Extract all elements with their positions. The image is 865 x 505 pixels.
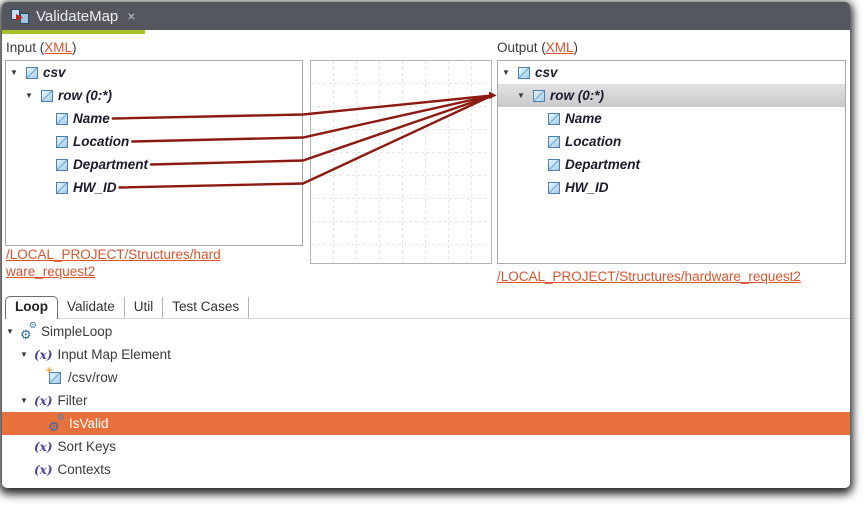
xml-element-icon [548,112,560,125]
node-label: row (0:*) [550,88,604,103]
output-label: Output ( [497,40,546,55]
function-icon: (x) [34,462,53,477]
tab-test-cases[interactable]: Test Cases [163,297,250,318]
expand-arrow-icon[interactable]: ▼ [6,327,14,336]
node-label: row (0:*) [58,88,112,103]
node-label: Sort Keys [57,439,117,454]
node-label: Location [73,134,130,149]
node-label: /csv/row [68,370,118,385]
gears-icon [20,320,38,343]
function-icon: (x) [34,347,53,362]
close-tab-icon[interactable]: × [127,8,136,24]
node-label: Filter [57,393,88,408]
xml-element-icon [533,89,545,102]
validate-map-window: ValidateMap × Input (XML) Output (XML) ▼… [2,2,850,488]
xml-element-icon [41,89,53,102]
input-schema-link[interactable]: /LOCAL_PROJECT/Structures/hardware_reque… [6,247,221,279]
tab-title: ValidateMap [36,7,119,25]
input-label: Input ( [6,40,45,55]
input-node-location[interactable]: Location [6,130,302,153]
tab-validate[interactable]: Validate [58,297,125,318]
loop-node-csv-row[interactable]: /csv/row [2,365,850,389]
new-element-icon [46,365,61,384]
node-label: csv [43,65,66,80]
mapping-canvas[interactable] [310,60,492,264]
node-label: csv [535,65,558,80]
input-node-department[interactable]: Department [6,153,302,176]
node-label: Department [565,157,641,172]
node-label: HW_ID [565,180,609,195]
loop-node-input-map-element[interactable]: ▼ (x) Input Map Element [2,343,850,366]
expand-arrow-icon[interactable]: ▼ [20,396,28,405]
output-panel-header: Output (XML) [497,40,578,55]
map-target-arrow-icon: ▶ [489,89,497,101]
gears-icon [48,412,66,435]
input-xml-link[interactable]: XML [44,40,73,55]
xml-element-icon [56,112,68,125]
xml-element-icon [548,181,560,194]
editor-tab-bar: ValidateMap × [2,2,850,30]
loop-node-contexts[interactable]: (x) Contexts [2,458,850,481]
node-label: Input Map Element [57,347,171,362]
output-label-suffix: ) [573,40,579,55]
tab-loop[interactable]: Loop [5,296,58,319]
xml-element-icon [26,66,38,79]
output-schema-link[interactable]: /LOCAL_PROJECT/Structures/hardware_reque… [497,269,801,284]
output-node-name[interactable]: Name [498,107,845,130]
expand-arrow-icon[interactable]: ▼ [25,91,33,100]
loop-node-filter[interactable]: ▼ (x) Filter [2,389,850,412]
canvas-grid [311,61,491,263]
node-label: Name [73,111,110,126]
input-node-hw-id[interactable]: HW_ID [6,176,302,199]
output-xml-link[interactable]: XML [545,40,574,55]
input-node-row-0[interactable]: ▼ row (0:*) [6,84,302,107]
function-icon: (x) [34,439,53,454]
xml-element-icon [548,135,560,148]
mapper-icon [11,8,29,24]
input-node-name[interactable]: Name [6,107,302,130]
expand-arrow-icon[interactable]: ▼ [20,350,28,359]
node-label: Name [565,111,602,126]
output-node-row-0[interactable]: ▶ ▼ row (0:*) [489,84,845,107]
output-node-location[interactable]: Location [498,130,845,153]
expand-arrow-icon[interactable]: ▼ [517,91,525,100]
node-label: HW_ID [73,180,117,195]
function-icon: (x) [34,393,53,408]
expand-arrow-icon[interactable]: ▼ [10,68,18,77]
input-label-suffix: ) [72,40,77,55]
input-panel-header: Input (XML) [6,40,77,55]
output-node-hw-id[interactable]: HW_ID [498,176,845,199]
loop-node-sort-keys[interactable]: (x) Sort Keys [2,435,850,458]
node-label: IsValid [69,416,109,431]
expand-arrow-icon[interactable]: ▼ [502,68,510,77]
xml-element-icon [56,135,68,148]
xml-element-icon [56,181,68,194]
active-tab-underline [2,30,145,34]
loop-node-simpleloop[interactable]: ▼ SimpleLoop [2,320,850,343]
node-label: Department [73,157,149,172]
xml-element-icon [518,66,530,79]
loop-node-isvalid[interactable]: IsValid [2,412,850,435]
xml-element-icon [56,158,68,171]
node-label: Contexts [57,462,111,477]
node-label: Location [565,134,622,149]
input-node-csv[interactable]: ▼ csv [6,61,302,84]
node-label: SimpleLoop [41,324,113,339]
tab-validatemap[interactable]: ValidateMap × [2,2,145,30]
tab-util[interactable]: Util [125,297,164,318]
loop-config-tree: ▼ SimpleLoop ▼ (x) Input Map Element/csv/row… [2,320,850,481]
output-node-department[interactable]: Department [498,153,845,176]
output-node-csv[interactable]: ▼ csv [498,61,845,84]
xml-element-icon [548,158,560,171]
